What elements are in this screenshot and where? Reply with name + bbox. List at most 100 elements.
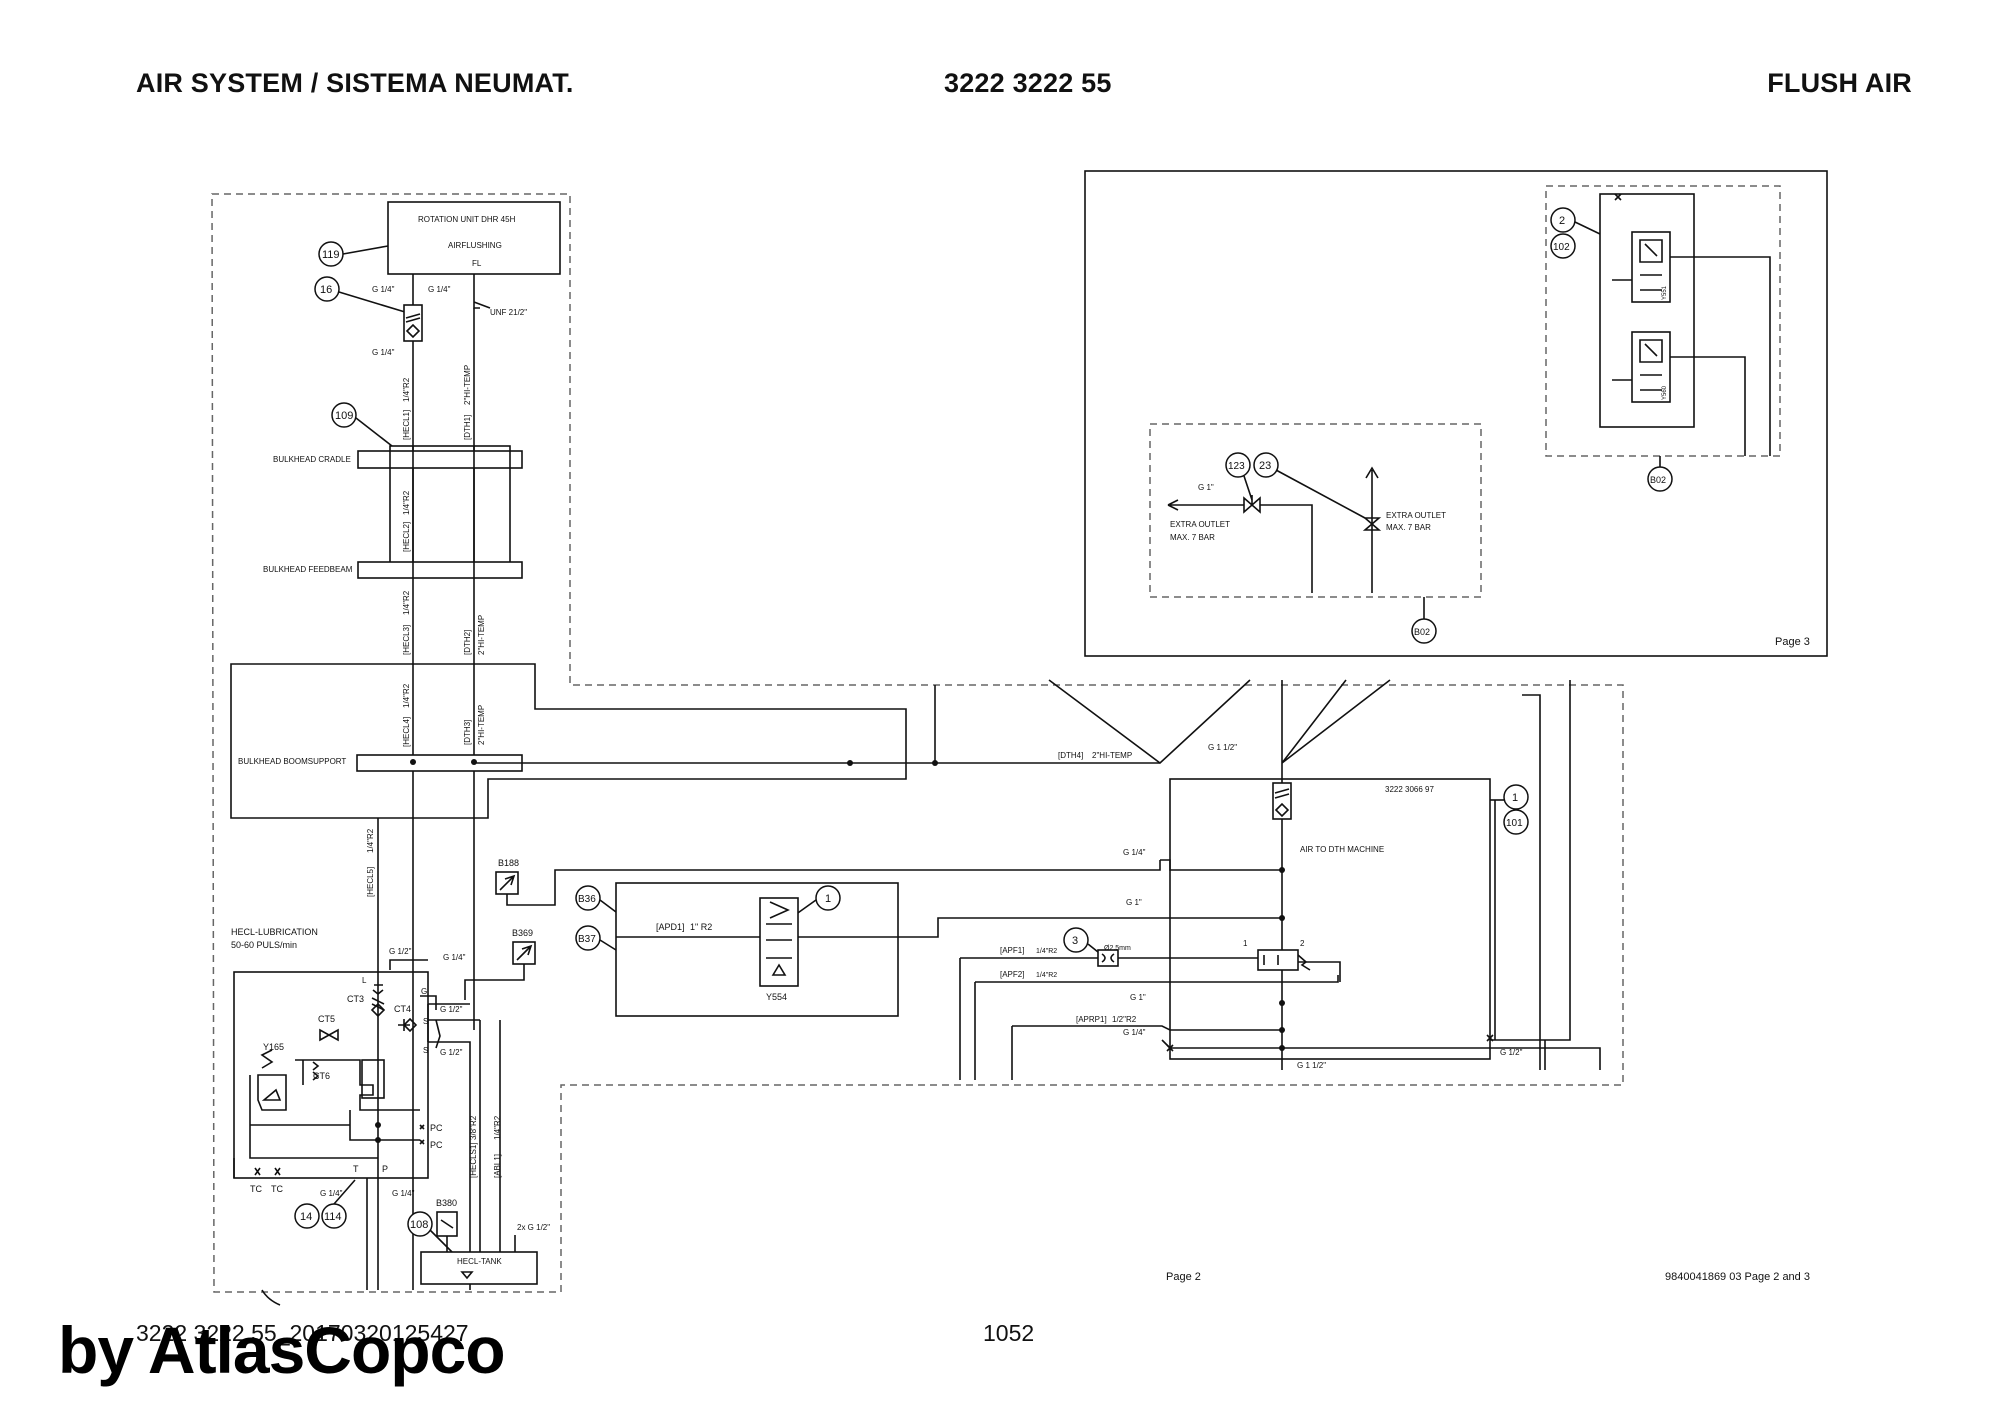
callout-14 <box>294 1203 320 1229</box>
callout-123 <box>1225 452 1251 478</box>
hose-hecl5: [HECL5] <box>366 867 375 897</box>
callout-1-b <box>1503 784 1529 810</box>
callout-23-text: 23 <box>1259 460 1271 472</box>
t-label: T <box>353 1164 359 1174</box>
footer-page-number: 1052 <box>983 1320 1035 1346</box>
g14-label-h: G 1/4" <box>1123 1028 1146 1037</box>
r14b-label-b: 1/4"R2 <box>1036 972 1057 979</box>
puls-label: 50-60 PULS/min <box>231 940 297 950</box>
g14-label-g: G 1/4" <box>1123 848 1146 857</box>
hose-hecl4: [HECL4] <box>402 717 411 747</box>
callout-1-b-text: 1 <box>1512 792 1518 804</box>
docref-label: 9840041869 03 Page 2 and 3 <box>1665 1271 1810 1283</box>
callout-101 <box>1503 809 1529 835</box>
g14-label-f: G 1/4" <box>392 1189 415 1198</box>
s-label-a: S <box>423 1017 428 1026</box>
hose-hecl1: [HECL1] <box>402 410 411 440</box>
callout-b37-text: B37 <box>578 934 596 945</box>
hose-hi-temp-3: 2"HI-TEMP <box>477 705 486 745</box>
bulkhead-boomsupport-label: BULKHEAD BOOMSUPPORT <box>238 757 346 766</box>
air-to-dth-box <box>1169 778 1491 1060</box>
p-label: P <box>382 1164 388 1174</box>
hose-hi-temp-1: 2"HI-TEMP <box>463 365 472 405</box>
callout-16-text: 16 <box>320 284 332 296</box>
callout-b36-text: B36 <box>578 894 596 905</box>
b369-label: B369 <box>512 928 533 938</box>
callout-109 <box>331 402 357 428</box>
g1-label-a: G 1" <box>1126 898 1142 907</box>
solenoid-valve-y554 <box>759 897 799 987</box>
apf1-label: [APF1] <box>1000 946 1024 955</box>
callout-14-text: 14 <box>300 1211 312 1223</box>
hose-hecl3: [HECL3] <box>402 625 411 655</box>
callout-2-text: 2 <box>1559 215 1565 227</box>
callout-1-a-text: 1 <box>825 893 831 905</box>
callout-23 <box>1253 452 1279 478</box>
extra-outlet-label-b: EXTRA OUTLET <box>1386 511 1446 520</box>
g14-label-c: G 1/4" <box>428 285 451 294</box>
callout-b02-b-text: B02 <box>1650 475 1666 485</box>
hose-hecl2: [HECL2] <box>402 522 411 552</box>
footer-document-code: 3222 3222 55_20170320125427 <box>136 1320 469 1346</box>
callout-108 <box>407 1211 433 1237</box>
tc-label-a: TC <box>250 1184 262 1194</box>
g14-label-a: G 1/4" <box>372 285 395 294</box>
callout-3 <box>1063 927 1089 953</box>
bulkhead-cradle-label: BULKHEAD CRADLE <box>273 455 351 464</box>
y554-label: Y554 <box>766 992 787 1002</box>
pc-label-a: PC <box>430 1123 443 1133</box>
hose-hi-temp-4: 2"HI-TEMP <box>1092 751 1132 760</box>
callout-102 <box>1550 233 1576 259</box>
r38-label: 3/8"R2 <box>469 1115 478 1140</box>
bulkhead-feedbeam-label: BULKHEAD FEEDBEAM <box>263 565 353 574</box>
callout-114-text: 114 <box>324 1211 342 1223</box>
callout-b02-a-text: B02 <box>1414 627 1430 637</box>
header-section: FLUSH AIR <box>1767 68 1912 98</box>
hecl-tank <box>420 1251 538 1285</box>
valve-manifold-plate <box>1599 193 1695 428</box>
r12-label: 1/2"R2 <box>1112 1015 1137 1024</box>
callout-1-a <box>815 885 841 911</box>
lubrication-unit-box <box>233 971 429 1179</box>
apf2-label: [APF2] <box>1000 970 1024 979</box>
g1-label-c: G 1" <box>1198 483 1214 492</box>
g2x12-label: 2x G 1/2" <box>517 1223 550 1232</box>
ball-valve-123 <box>1243 495 1261 514</box>
hose-dth3: [DTH3] <box>463 720 472 745</box>
hose-dth2: [DTH2] <box>463 630 472 655</box>
hose-r14-2: 1/4"R2 <box>402 490 411 515</box>
g112-label-a: G 1 1/2" <box>1208 743 1237 752</box>
g1-label-b: G 1" <box>1130 993 1146 1002</box>
watermark-text: by AtlasCopco <box>58 1313 506 1387</box>
hose-dth1: [DTH1] <box>463 415 472 440</box>
hose-dth4: [DTH4] <box>1058 751 1083 760</box>
r1-label: 1" R2 <box>690 922 712 932</box>
g14-label-e: G 1/4" <box>320 1189 343 1198</box>
hecl-lubrication-label: HECL-LUBRICATION <box>231 927 318 937</box>
pc-label-b: PC <box>430 1140 443 1150</box>
r14b-label-a: 1/4"R2 <box>1036 948 1057 955</box>
orifice-3 <box>1097 949 1119 967</box>
hose-r14-4: 1/4"R2 <box>402 683 411 708</box>
orifice-label: Ø2.5mm <box>1104 945 1131 952</box>
aprp1-label: [APRP1] <box>1076 1015 1107 1024</box>
callout-108-text: 108 <box>410 1219 428 1231</box>
max7-label-a: MAX. 7 BAR <box>1170 533 1215 542</box>
l-label: L <box>362 976 367 985</box>
ct6-label: CT6 <box>313 1071 330 1081</box>
page2-label: Page 2 <box>1166 1271 1201 1283</box>
b380-label: B380 <box>436 1198 457 1208</box>
rotation-unit-box <box>387 201 561 275</box>
g12-label-d: G 1/2" <box>1500 1048 1523 1057</box>
abl1-label: [ABL1] <box>493 1154 502 1178</box>
header-document-number: 3222 3222 55 <box>944 68 1112 98</box>
hose-hi-temp-2: 2"HI-TEMP <box>477 615 486 655</box>
header-title: AIR SYSTEM / SISTEMA NEUMAT. <box>136 68 574 98</box>
page3-label: Page 3 <box>1775 636 1810 648</box>
bulkhead-cradle-plate <box>357 450 523 469</box>
port-1-label: 1 <box>1243 939 1248 948</box>
tc-label-b: TC <box>271 1184 283 1194</box>
g-label: G <box>421 987 427 996</box>
left-assembly-boundary <box>211 193 1624 1293</box>
g12-label-a: G 1/2" <box>389 947 412 956</box>
